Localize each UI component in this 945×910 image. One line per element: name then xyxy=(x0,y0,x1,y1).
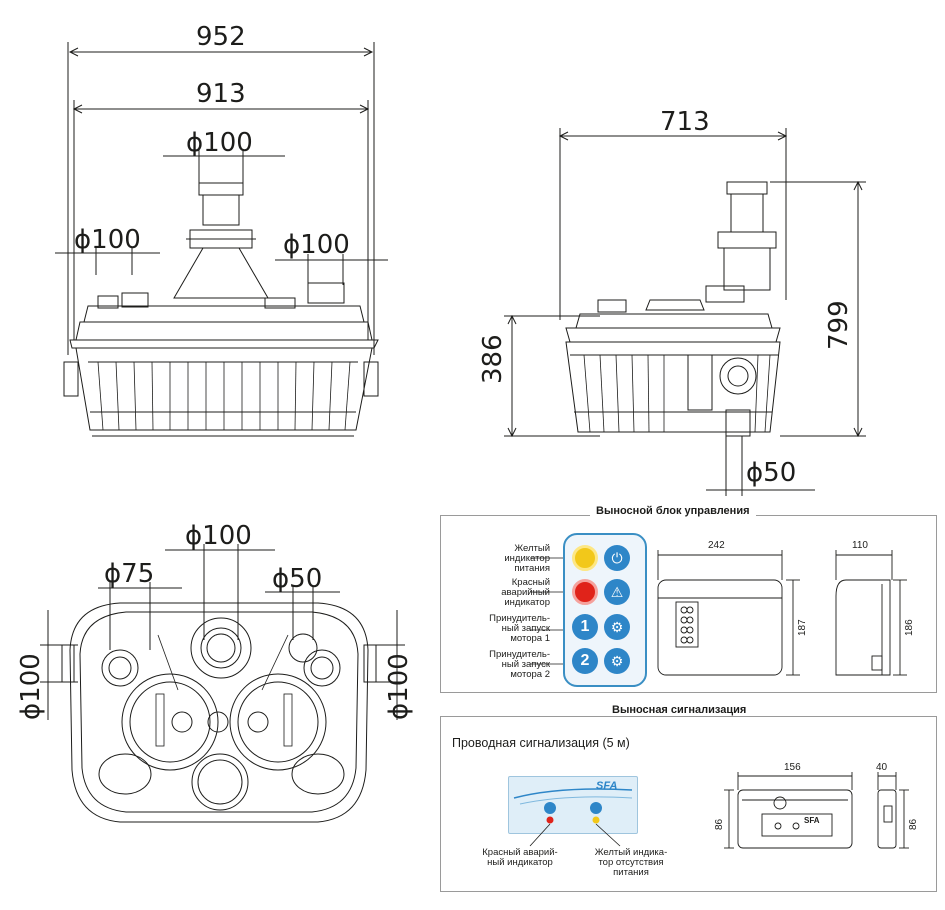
motor-2-button[interactable]: 2 xyxy=(572,648,598,674)
dim-alarm-height-side: 86 xyxy=(908,818,919,830)
alarm-label-red-text: Красный аварий- ный индикатор xyxy=(482,847,558,868)
alarm-label-red: Красный аварий- ный индикатор xyxy=(474,848,566,868)
label-motor-2-text: Принудитель- ный запуск мотора 2 xyxy=(489,649,550,680)
motor-1-icon: ⚙ xyxy=(604,614,630,640)
dim-plan-left: ϕ75 xyxy=(104,559,155,589)
dim-alarm-height: 86 xyxy=(714,818,725,830)
dim-control-depth: 110 xyxy=(852,540,868,551)
dim-plan-right: ϕ50 xyxy=(272,564,323,594)
dim-left-inlet: ϕ100 xyxy=(74,225,141,255)
alarm-panel xyxy=(440,716,937,892)
alarm-title: Выносная сигнализация xyxy=(606,704,753,716)
dim-plan-center: ϕ100 xyxy=(185,521,252,551)
alarm-label-yellow: Желтый индика- тор отсутствия питания xyxy=(584,848,678,878)
dim-right-inlet: ϕ100 xyxy=(283,230,350,260)
dim-alarm-width: 156 xyxy=(784,762,801,773)
control-unit-title: Выносной блок управления xyxy=(590,505,756,517)
label-red-indicator: Красный аварийный индикатор xyxy=(455,578,550,608)
power-icon: ⏻ xyxy=(604,545,630,571)
dim-control-width: 242 xyxy=(708,540,725,551)
alarm-label-yellow-text: Желтый индика- тор отсутствия питания xyxy=(594,847,668,878)
yellow-indicator-lamp xyxy=(572,545,598,571)
label-yellow-indicator: Желтый индикатор питания xyxy=(455,544,550,574)
label-motor-2: Принудитель- ный запуск мотора 2 xyxy=(445,650,550,680)
dim-side-width: 713 xyxy=(660,107,710,137)
motor-2-icon: ⚙ xyxy=(604,648,630,674)
dim-overall-width: 952 xyxy=(196,22,246,52)
label-motor-1-text: Принудитель- ный запуск мотора 1 xyxy=(489,613,550,644)
alarm-subtitle: Проводная сигнализация (5 м) xyxy=(452,736,630,750)
dim-bottom-outlet: ϕ50 xyxy=(746,458,797,488)
label-yellow-text: Желтый индикатор питания xyxy=(504,543,550,574)
warning-icon: ⚠ xyxy=(604,579,630,605)
dim-body-width: 913 xyxy=(196,79,246,109)
red-indicator-lamp xyxy=(572,579,598,605)
motor-1-button[interactable]: 1 xyxy=(572,614,598,640)
alarm-box-logo: SFA xyxy=(804,816,820,825)
dim-top-outlet: ϕ100 xyxy=(186,128,253,158)
dim-alarm-depth: 40 xyxy=(876,762,888,773)
label-motor-1: Принудитель- ный запуск мотора 1 xyxy=(445,614,550,644)
label-red-text: Красный аварийный индикатор xyxy=(501,577,550,608)
alarm-front-panel xyxy=(508,776,638,834)
